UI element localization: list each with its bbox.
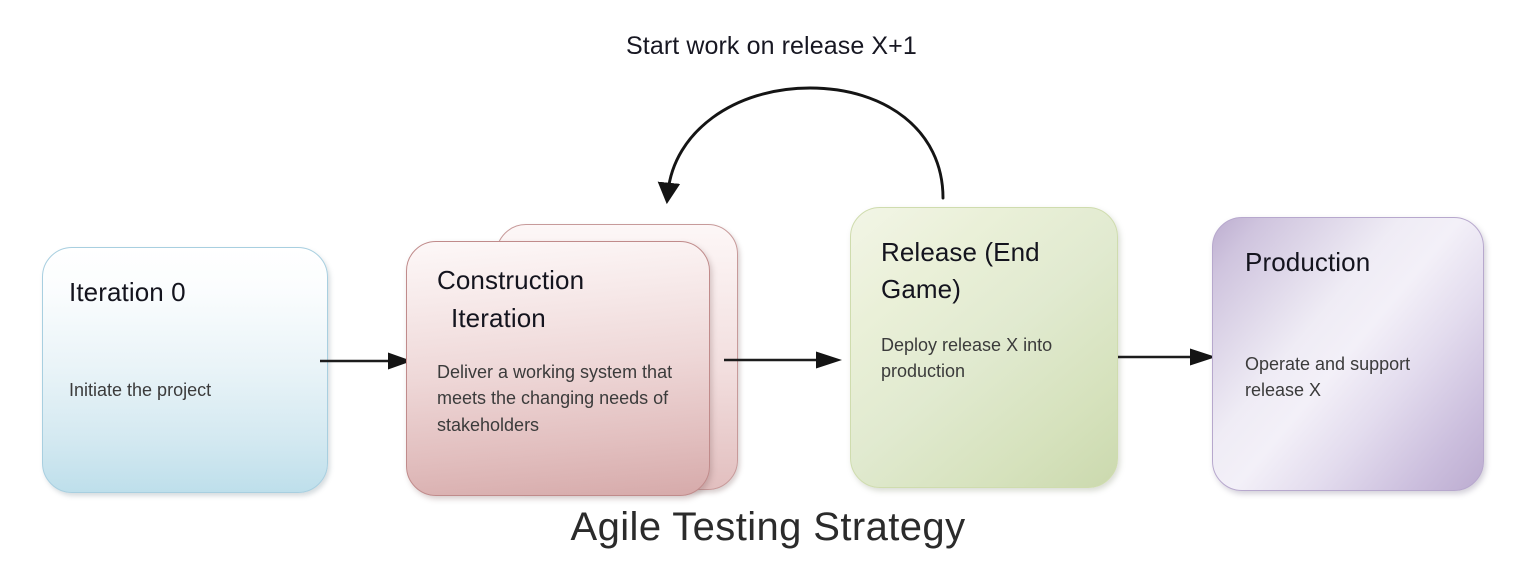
phase-title-line-2: Iteration [451, 302, 546, 333]
arrow-release-to-production-icon [1118, 348, 1216, 366]
arrow-release-to-construction-feedback-icon [657, 86, 945, 205]
phase-title: Iteration 0 [69, 277, 186, 307]
phase-box-production[interactable]: Production Operate and support release X [1212, 217, 1484, 491]
phase-description: Deploy release X into production [881, 334, 1053, 381]
arrow-construction-to-release-icon [724, 351, 842, 369]
phase-box-content: Release (End Game) Deploy release X into… [851, 208, 1117, 487]
feedback-arrow-label: Start work on release X+1 [626, 32, 917, 60]
phase-description: Operate and support release X [1245, 354, 1411, 401]
arrow-iteration0-to-construction-icon [320, 352, 412, 370]
phase-title: Construction Iteration [437, 262, 685, 337]
phase-description: Deliver a working system that meets the … [437, 362, 673, 435]
phase-title-line-2: Game) [881, 273, 961, 304]
phase-title-line-1: Construction [437, 265, 585, 295]
diagram-title: Agile Testing Strategy [570, 505, 966, 549]
phase-title-line-1: Release (End [881, 237, 1040, 267]
phase-title: Production [1245, 247, 1371, 277]
phase-box-content: Production Operate and support release X [1213, 218, 1483, 490]
phase-box-iteration-0[interactable]: Iteration 0 Initiate the project [42, 247, 328, 493]
phase-title: Release (End Game) [881, 234, 1095, 308]
phase-box-content: Iteration 0 Initiate the project [43, 248, 327, 492]
phase-box-content: Construction Iteration Deliver a working… [407, 242, 709, 495]
phase-description: Initiate the project [69, 380, 212, 401]
phase-box-construction-iteration[interactable]: Construction Iteration Deliver a working… [406, 241, 710, 496]
phase-box-release-end-game[interactable]: Release (End Game) Deploy release X into… [850, 207, 1118, 488]
